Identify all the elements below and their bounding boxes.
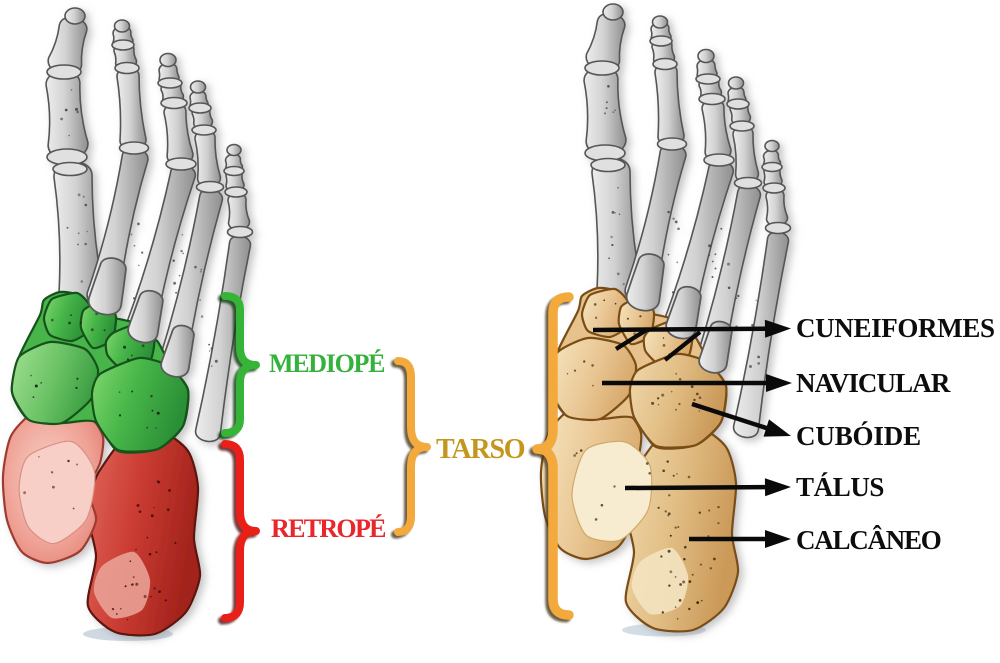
svg-text:RETROPÉ: RETROPÉ [271,514,386,543]
svg-text:CUNEIFORMES: CUNEIFORMES [796,313,995,343]
svg-text:CALCÂNEO: CALCÂNEO [796,525,941,555]
svg-text:TÁLUS: TÁLUS [796,472,884,502]
svg-text:NAVICULAR: NAVICULAR [796,368,951,398]
svg-text:TARSO: TARSO [436,434,525,465]
svg-text:CUBÓIDE: CUBÓIDE [796,421,921,451]
svg-text:MEDIOPÉ: MEDIOPÉ [269,349,385,378]
